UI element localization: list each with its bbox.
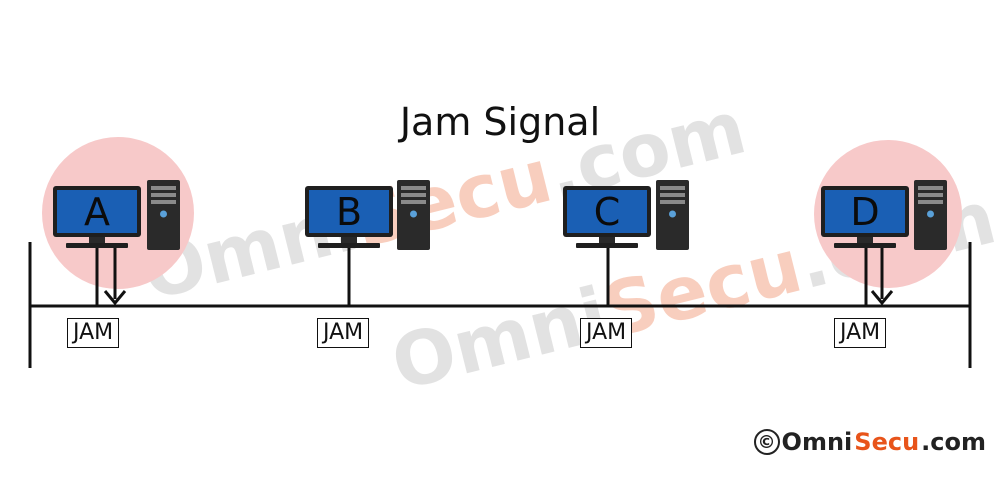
tower-a-bay1: [151, 186, 176, 190]
tower-a-bay3: [151, 200, 176, 204]
monitor-a-base: [66, 243, 128, 248]
tower-b-bay3: [401, 200, 426, 204]
station-label-a: A: [84, 190, 110, 234]
station-label-b: B: [335, 190, 363, 234]
monitor-b-base: [318, 243, 380, 248]
jam-label-a: JAM: [67, 318, 120, 348]
jam-arrow-a-head: [103, 290, 127, 306]
tower-c-bay1: [660, 186, 685, 190]
copyright-brand-secu: Secu: [854, 428, 920, 456]
tower-a-bay2: [151, 193, 176, 197]
tower-a-power: [160, 210, 167, 218]
jam-label-c: JAM: [580, 318, 633, 348]
monitor-c-screen: [567, 190, 647, 233]
computer-c: [563, 180, 689, 306]
tower-d-power: [927, 210, 934, 218]
jam-label-b: JAM: [317, 318, 370, 348]
tower-c-bay3: [660, 200, 685, 204]
tower-d-bay3: [918, 200, 943, 204]
tower-d-bay2: [918, 193, 943, 197]
tower-b-power: [410, 210, 417, 218]
tower-c-power: [669, 210, 676, 218]
tower-b-bay1: [401, 186, 426, 190]
computer-d: [821, 180, 947, 306]
monitor-d-base: [834, 243, 896, 248]
computer-b: [305, 180, 430, 306]
station-label-c: C: [593, 190, 621, 234]
copyright-brand-dotcom: .com: [921, 428, 986, 456]
monitor-c-base: [576, 243, 638, 248]
tower-b-bay2: [401, 193, 426, 197]
computer-a: [53, 180, 180, 306]
station-label-d: D: [850, 190, 880, 234]
monitor-b-screen: [309, 190, 389, 233]
monitor-a-screen: [57, 190, 137, 233]
monitor-d-screen: [825, 190, 905, 233]
tower-d-bay1: [918, 186, 943, 190]
monitor-d-neck: [857, 237, 873, 244]
monitor-c-neck: [599, 237, 615, 244]
jam-label-d: JAM: [834, 318, 887, 348]
diagram-title: Jam Signal: [399, 100, 601, 144]
jam-arrow-d-head: [870, 290, 894, 306]
tower-c-bay2: [660, 193, 685, 197]
monitor-a-neck: [89, 237, 105, 244]
copyright-icon: ©: [753, 429, 780, 455]
copyright-brand-omni: Omni: [781, 428, 853, 456]
monitor-b-neck: [341, 237, 357, 244]
